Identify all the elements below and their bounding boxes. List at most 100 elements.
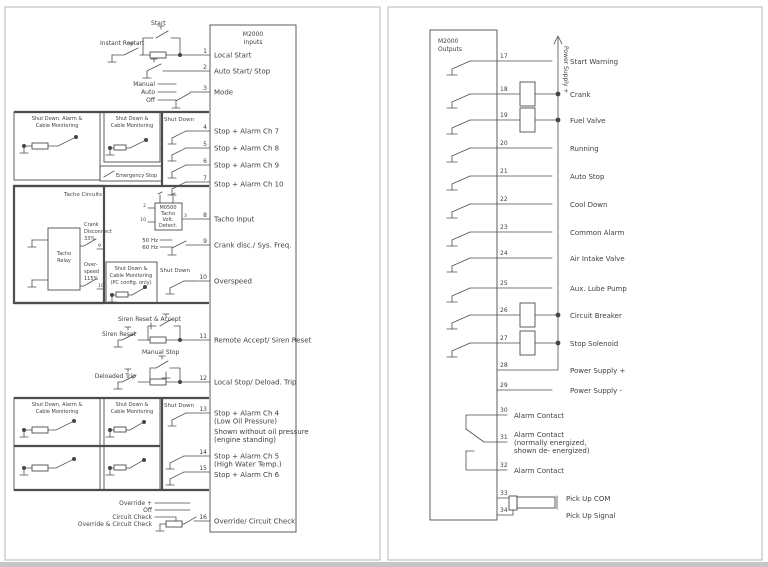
inputs-title-line1: M2000 xyxy=(243,31,264,38)
m0500-label-l4: Detect. xyxy=(159,223,178,229)
junction-dot xyxy=(72,457,76,461)
circuit-check-label: Circuit Check xyxy=(112,514,152,521)
shut-down-label: Shut Down xyxy=(164,117,194,123)
pin-number: 24 xyxy=(500,250,508,257)
m0500-label-l1: M0500 xyxy=(159,205,176,211)
pin-label: Tacho Input xyxy=(213,216,255,224)
shut-down-label-pin10: Shut Down xyxy=(160,268,190,274)
alarm-contact-wires xyxy=(465,414,508,471)
m0500-pin-wires xyxy=(147,191,195,223)
junction-dot xyxy=(142,420,146,424)
input-pin-4: 4 Stop + Alarm Ch 7 xyxy=(193,124,279,136)
inputs-module-box xyxy=(209,24,297,533)
crank-disconnect-ref: 9 xyxy=(98,243,101,249)
monitor-box-3-title-l1: Shut Down, Alarm & xyxy=(32,402,83,408)
pin-label: Power Supply + xyxy=(570,367,625,375)
pushbutton-actuator-marks xyxy=(127,25,165,47)
pin-label: Auto Stop xyxy=(570,173,605,181)
monitor-box-2-title-l2: Cable Monitoring xyxy=(111,123,154,129)
pin-label: Overspeed xyxy=(214,278,252,286)
emergency-stop-switch xyxy=(103,170,115,178)
pin-label: Stop + Alarm Ch 8 xyxy=(214,145,279,153)
pin-label: Mode xyxy=(214,89,233,97)
manual-stop-label: Manual Stop xyxy=(142,349,180,356)
override-circuit-check-label: Override & Circuit Check xyxy=(78,521,153,528)
crank-disconnect-l1: Crank xyxy=(84,222,99,228)
bus-junction-dot xyxy=(555,117,561,123)
pin-label: Cool Down xyxy=(570,201,607,209)
switch-wires xyxy=(146,58,195,72)
m0500-pin3-number: 3 xyxy=(184,213,187,219)
pin-number: 5 xyxy=(203,141,207,148)
pin-label: Power Supply - xyxy=(570,387,622,395)
pin-number: 16 xyxy=(199,514,207,521)
resistor xyxy=(149,51,167,59)
crank-disconnect-l2: Disconnect xyxy=(84,229,112,235)
bus-junction-dot xyxy=(555,312,561,318)
pin-label: Pick Up COM xyxy=(566,495,610,503)
right-page-frame xyxy=(387,6,763,561)
input-pin-11: 11 Remote Accept/ Siren Reset xyxy=(193,333,312,345)
input-pin-14: 14 Stop + Alarm Ch 5 (High Water Temp.) xyxy=(193,449,282,469)
pin-label-line2: (normally energized, xyxy=(514,439,586,447)
pin-label: Stop + Alarm Ch 6 xyxy=(214,471,280,479)
resistor xyxy=(115,291,129,298)
pin-label: Crank xyxy=(570,91,591,99)
alarm-contact-group: 30 Alarm Contact 31 Alarm Contact (norma… xyxy=(465,407,590,475)
pin-number: 21 xyxy=(500,168,508,175)
inputs-panel: M2000 Inputs 1 Local Start 2 Auto Start/… xyxy=(12,20,312,533)
pin-number: 17 xyxy=(500,53,508,60)
inputs-title-line2: Inputs xyxy=(244,39,263,46)
switch-to-pin-wires xyxy=(183,412,195,473)
frequency-selector: 50 Hz 60 Hz xyxy=(142,238,195,256)
m0500-box xyxy=(154,202,183,231)
pin-label: Override/ Circuit Check xyxy=(214,518,296,526)
pin-number: 28 xyxy=(500,362,508,369)
pin-number: 9 xyxy=(203,238,207,245)
junction-dot xyxy=(72,419,76,423)
emergency-stop-box xyxy=(99,165,163,182)
resistor xyxy=(149,378,167,386)
pin-number: 15 xyxy=(199,465,207,472)
pin-number: 2 xyxy=(203,64,207,71)
pin-label: Stop + Alarm Ch 5 xyxy=(214,453,279,461)
m0500-label-l2: Tacho xyxy=(160,211,175,217)
pin-label: Local Stop/ Deload. Trip xyxy=(214,379,297,387)
output-pin-26: 26 Circuit Breaker xyxy=(469,302,622,328)
pin-label: Circuit Breaker xyxy=(570,312,622,320)
pickup-wires xyxy=(496,497,514,516)
shut-down-label-pin13: Shut Down xyxy=(164,403,194,409)
pin-number: 18 xyxy=(500,86,508,93)
pin-label: Alarm Contact xyxy=(514,412,564,420)
tacho-circuits-section: Tacho Circuits Tacho Relay Crank Disconn… xyxy=(12,184,112,305)
auto-start-stop-circuit xyxy=(142,58,195,79)
pickup-sensor-body xyxy=(516,496,556,509)
relay-coil xyxy=(519,330,536,356)
input-pin-10: 10 Overspeed xyxy=(193,274,252,286)
override-plus-label: Override + xyxy=(119,500,152,507)
input-pin-1: 1 Local Start xyxy=(193,48,252,60)
output-pin-23: 23 Common Alarm xyxy=(469,224,625,237)
outputs-title-line2: Outputs xyxy=(438,46,462,53)
pickup-sensor-group: 33 Pick Up COM 34 Pick Up Signal xyxy=(496,490,615,520)
monitor-box-3b xyxy=(13,445,101,491)
manual-stop-branch-wires xyxy=(149,355,181,383)
input-pin-9: 9 Crank disc./ Sys. Freq. xyxy=(193,238,291,250)
monitor-box-4-title-l2: Cable Monitoring xyxy=(111,409,154,415)
switch-to-pin-wires xyxy=(185,130,195,183)
input-pin-16: 16 Override/ Circuit Check xyxy=(193,514,296,526)
override-circuit: Override + Off Circuit Check Override & … xyxy=(78,500,197,532)
output-pin-17: 17 Start Warning xyxy=(469,53,618,66)
output-pin-29: 29 Power Supply - xyxy=(496,382,622,395)
pin-number: 8 xyxy=(203,212,207,219)
input-pin-12: 12 Local Stop/ Deload. Trip xyxy=(193,375,297,387)
resistor xyxy=(31,464,49,472)
pin-number: 20 xyxy=(500,140,508,147)
tacho-relay-label-l2: Relay xyxy=(57,258,71,264)
tacho-relay-wires xyxy=(31,238,105,290)
pin-number: 33 xyxy=(500,490,508,497)
resistor xyxy=(113,144,127,151)
pin-label: Local Start xyxy=(214,52,252,60)
bus-junction-dot xyxy=(555,91,561,97)
